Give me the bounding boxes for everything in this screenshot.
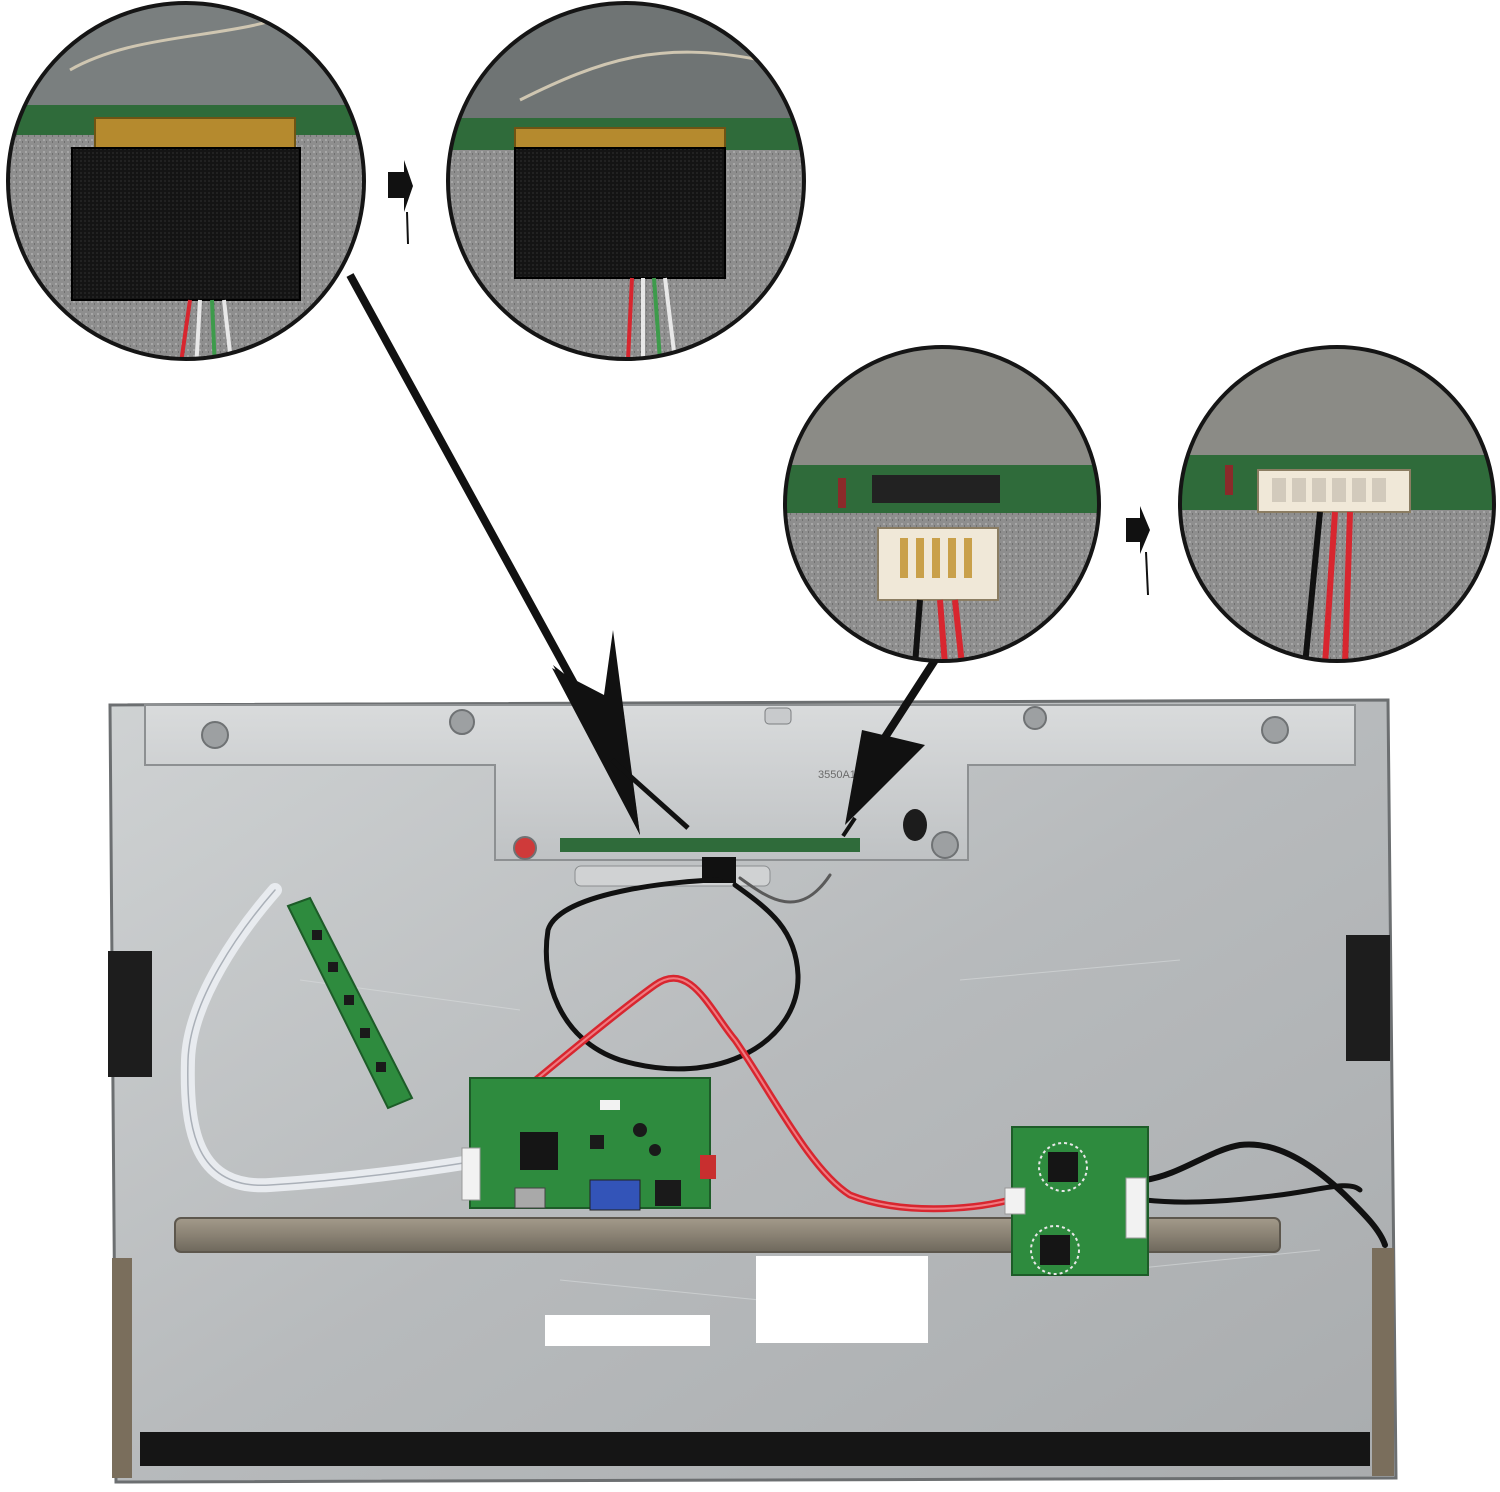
main-chip [520, 1132, 558, 1170]
power-jack [700, 1155, 716, 1179]
key-board [286, 896, 414, 1110]
zoom-lvds-before [8, 3, 364, 359]
bottom-dark-band [140, 1432, 1370, 1466]
right-side-tab [1346, 935, 1390, 1061]
ribbon-connector [461, 1147, 481, 1201]
left-flex-strip [112, 1258, 132, 1478]
audio-jack [655, 1180, 681, 1206]
backlight-driver-board [1004, 1126, 1149, 1276]
source-cover-bar [174, 1217, 1281, 1253]
pointer-arrows [346, 160, 1150, 838]
backlight-arrow-head [845, 730, 925, 825]
bracket-hole [903, 809, 927, 841]
white-label-left [545, 1315, 710, 1346]
lvds-black-cable [543, 877, 801, 1072]
white-label-right [756, 1256, 928, 1343]
zoom-lvds-after [448, 3, 804, 359]
bracket-slot [764, 707, 792, 725]
vga-port [589, 1179, 641, 1211]
right-flex-strip [1372, 1248, 1394, 1476]
power-black-wires [1142, 1141, 1388, 1248]
zoom-backlight-after [1180, 347, 1494, 661]
panel-back [108, 698, 1398, 1484]
left-side-tab [108, 951, 152, 1077]
cables [180, 873, 1388, 1248]
tcon-strip [560, 838, 860, 852]
step-arrow-backlight [1126, 506, 1150, 554]
zoom-backlight-before [785, 347, 1099, 661]
step-arrow-lvds [388, 160, 413, 212]
lcd-panel: 3550A1 06A 4e [108, 698, 1398, 1484]
hdmi-port [514, 1187, 546, 1209]
bracket-screws [201, 706, 1289, 860]
top-bracket [144, 704, 1356, 861]
controller-board [461, 1077, 716, 1211]
